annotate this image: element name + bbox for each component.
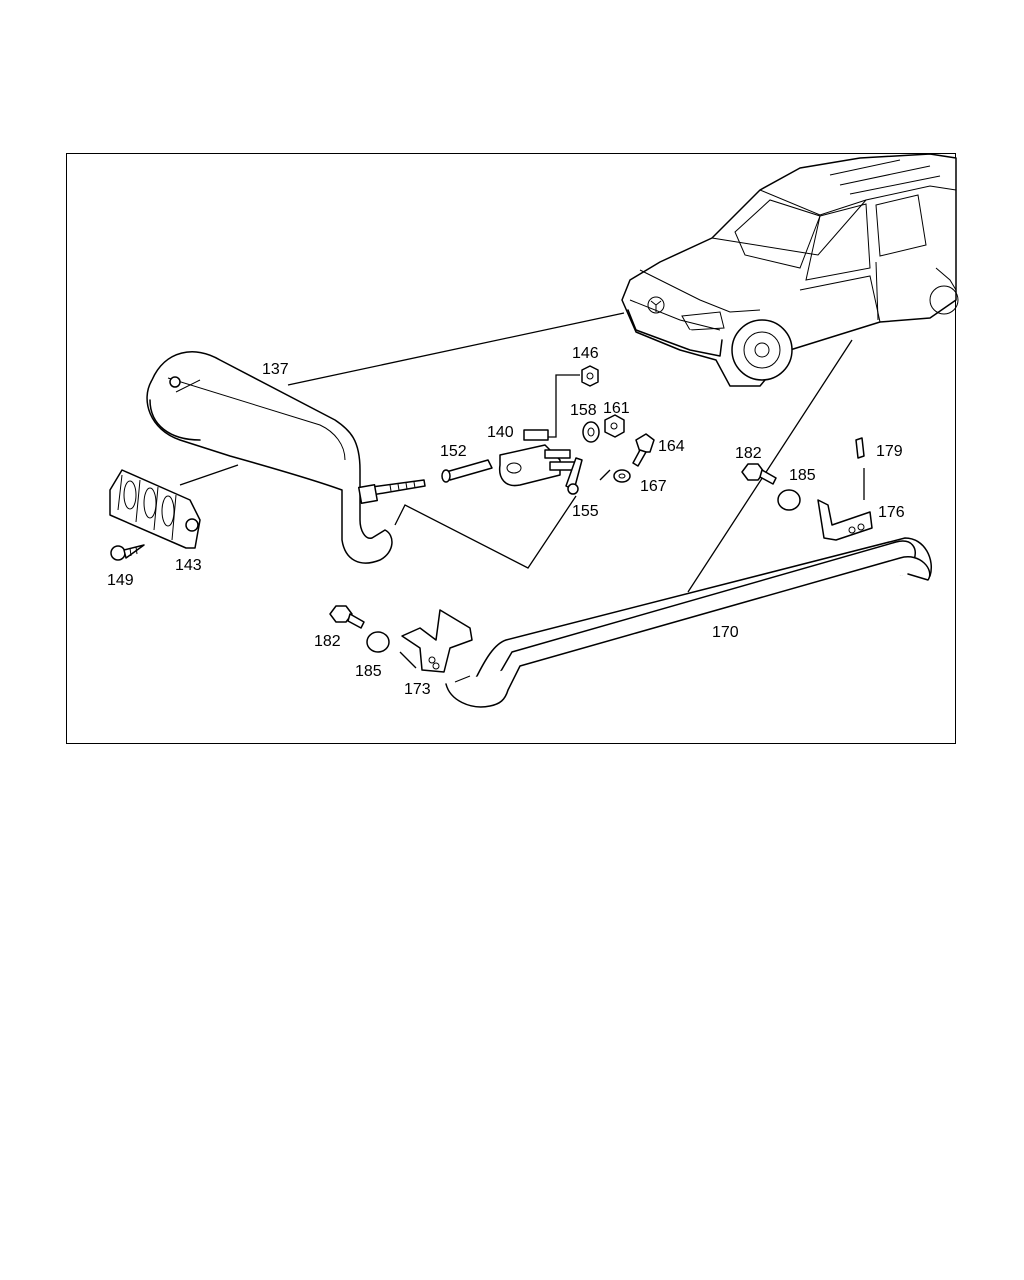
callout-161: 161 [603,400,630,417]
part-164-bolt [632,433,655,467]
part-167-washer [613,469,631,483]
callout-152: 152 [440,443,467,460]
leader-lines [179,312,865,669]
callout-170: 170 [712,624,739,641]
callout-185-right: 185 [789,467,816,484]
part-146-nut [581,365,599,387]
part-170-side-bar [445,537,932,708]
part-176-bracket [817,499,873,541]
part-158-washer [582,421,600,443]
part-161-nut [604,414,625,438]
part-rod-bolt [357,479,426,505]
callout-167: 167 [640,478,667,495]
callout-140: 140 [487,424,514,441]
callout-182-right: 182 [735,445,762,462]
callout-164: 164 [658,438,685,455]
callout-155: 155 [572,503,599,520]
callout-146: 146 [572,345,599,362]
part-182-bolt-right [741,463,777,485]
diagram-frame [66,153,956,744]
callout-149: 149 [107,572,134,589]
part-149-screw [110,544,145,561]
part-155-link [565,457,583,495]
part-179-clip [855,437,865,459]
part-182-bolt-left [329,605,365,629]
callout-137: 137 [262,361,289,378]
callout-173: 173 [404,681,431,698]
part-173-bracket [401,609,473,673]
callout-182-left: 182 [314,633,341,650]
callout-labels: 137 140 143 146 149 152 155 158 161 164 … [107,345,905,698]
part-152-sleeve [441,459,493,483]
front-guard-bar [146,351,393,564]
vehicle-illustration [621,153,959,387]
part-143-bracket [109,469,201,549]
callout-179: 179 [876,443,903,460]
callout-176: 176 [878,504,905,521]
callout-143: 143 [175,557,202,574]
callout-185-left: 185 [355,663,382,680]
part-185-washer-right [777,489,801,511]
callout-158: 158 [570,402,597,419]
part-185-washer-left [366,631,390,653]
